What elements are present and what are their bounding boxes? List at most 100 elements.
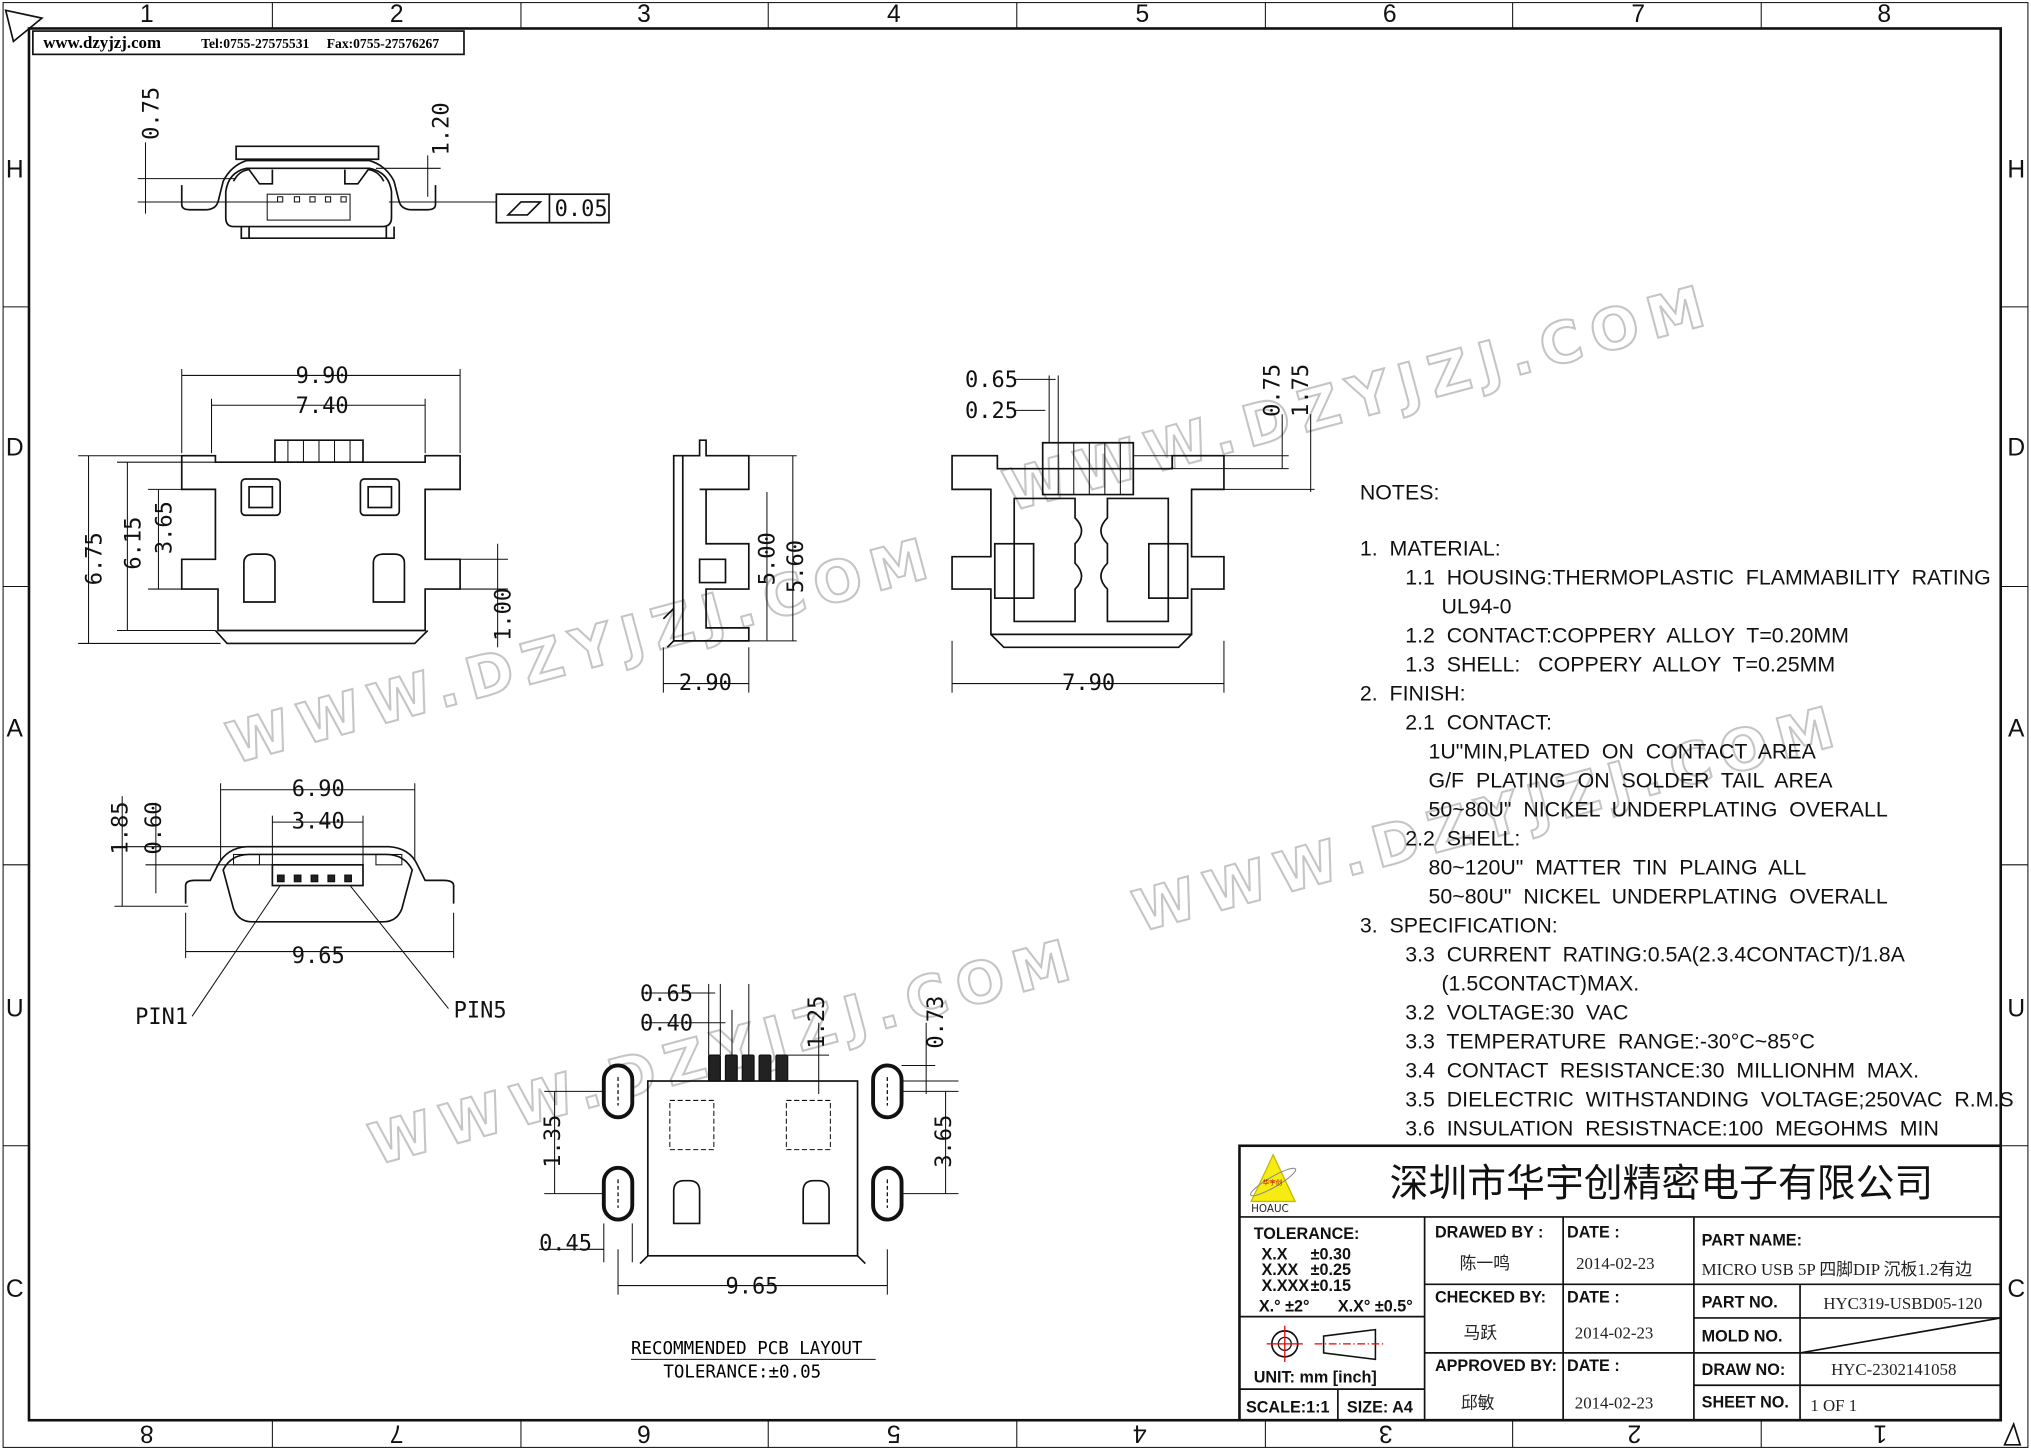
part-name: MICRO USB 5P 四脚DIP 沉板1.2有边 bbox=[1702, 1260, 1973, 1279]
fax-number: Fax:0755-27576267 bbox=[327, 36, 440, 51]
part-name-label: PART NAME: bbox=[1702, 1231, 1802, 1249]
flatness-symbol-icon bbox=[505, 201, 543, 216]
dim-1.85: 1.85 bbox=[108, 801, 133, 854]
approved-by: 邱敏 bbox=[1461, 1394, 1495, 1413]
ruler-right-U: U bbox=[2007, 995, 2025, 1022]
dim-0.40: 0.40 bbox=[640, 1012, 693, 1037]
scale-label: SCALE:1:1 bbox=[1246, 1398, 1330, 1416]
ruler-top-3: 3 bbox=[637, 1, 651, 28]
dim-1.25: 1.25 bbox=[805, 996, 830, 1049]
side-view: 5.00 5.60 2.90 bbox=[662, 439, 809, 696]
dim-7.90: 7.90 bbox=[1062, 671, 1115, 696]
checked-by: 马跃 bbox=[1463, 1324, 1497, 1343]
dim-0.75: 0.75 bbox=[1261, 364, 1286, 417]
dim-7.40: 7.40 bbox=[296, 394, 349, 419]
pin1-label: PIN1 bbox=[135, 1005, 188, 1030]
tel-number: Tel:0755-27575531 bbox=[201, 36, 309, 51]
note-line: 1.1 HOUSING:THERMOPLASTIC FLAMMABILITY R… bbox=[1405, 565, 1991, 589]
note-line: 1. MATERIAL: bbox=[1360, 536, 1501, 560]
dim-9.65: 9.65 bbox=[292, 944, 345, 969]
date-label-3: DATE : bbox=[1567, 1357, 1620, 1375]
flatness-tolerance: 0.05 bbox=[555, 197, 608, 222]
ruler-top-8: 8 bbox=[1877, 1, 1891, 28]
ruler-bottom-7: 7 bbox=[390, 1419, 404, 1446]
note-line: 3. SPECIFICATION: bbox=[1360, 913, 1558, 937]
pcb-layout: 0.65 0.40 1.25 0.73 1.35 3.65 0.45 9.65 … bbox=[539, 982, 959, 1383]
title-block: 华宇创 HOAUC 深圳市华宇创精密电子有限公司 TOLERANCE: X.X±… bbox=[1238, 1144, 2003, 1422]
note-line: UL94-0 bbox=[1441, 594, 1511, 618]
ruler-top-6: 6 bbox=[1383, 1, 1397, 28]
dim-6.15: 6.15 bbox=[121, 517, 146, 570]
note-line: 50~80U" NICKEL UNDERPLATING OVERALL bbox=[1428, 797, 1887, 821]
ruler-top-5: 5 bbox=[1136, 1, 1150, 28]
pcb-layout-title: RECOMMENDED PCB LAYOUT bbox=[631, 1339, 863, 1359]
front-view-pins: 6.90 3.40 1.85 0.60 9.65 PIN1 PIN5 bbox=[108, 777, 506, 1030]
ruler-left-A: A bbox=[7, 716, 24, 743]
ruler-left-H: H bbox=[6, 156, 24, 183]
size-label: SIZE: A4 bbox=[1347, 1398, 1413, 1416]
note-line: 3.2 VOLTAGE:30 VAC bbox=[1405, 1000, 1628, 1024]
note-line: 1.3 SHELL: COPPERY ALLOY T=0.25MM bbox=[1405, 652, 1835, 676]
website-link[interactable]: www.dzyjzj.com bbox=[43, 33, 161, 52]
note-line: (1.5CONTACT)MAX. bbox=[1441, 971, 1639, 995]
svg-text:华宇创: 华宇创 bbox=[1263, 1178, 1282, 1187]
ruler-bottom-4: 4 bbox=[1133, 1419, 1147, 1446]
ruler-right-A: A bbox=[2008, 716, 2025, 743]
projection-symbol-icon bbox=[1266, 1325, 1384, 1362]
company-name: 深圳市华宇创精密电子有限公司 bbox=[1390, 1161, 1934, 1206]
sheet-no-label: SHEET NO. bbox=[1702, 1393, 1789, 1411]
ruler-bottom-2: 2 bbox=[1628, 1419, 1642, 1446]
dim-0.75: 0.75 bbox=[139, 87, 164, 140]
ruler-right-C: C bbox=[2007, 1276, 2025, 1303]
dim-1.75: 1.75 bbox=[1289, 364, 1314, 417]
drawed-by-label: DRAWED BY : bbox=[1435, 1224, 1543, 1242]
dim-3.40: 3.40 bbox=[292, 810, 345, 835]
note-line: 3.3 TEMPERATURE RANGE:-30°C~85°C bbox=[1405, 1029, 1815, 1053]
svg-text:X.X° ±0.5°: X.X° ±0.5° bbox=[1338, 1297, 1413, 1315]
svg-text:±0.30: ±0.30 bbox=[1311, 1246, 1351, 1264]
dim-0.65: 0.65 bbox=[965, 368, 1018, 393]
mold-no-label: MOLD NO. bbox=[1702, 1327, 1783, 1345]
ruler-top-2: 2 bbox=[390, 1, 404, 28]
approved-by-label: APPROVED BY: bbox=[1435, 1357, 1557, 1375]
note-line: 2. FINISH: bbox=[1360, 681, 1466, 705]
ruler-bottom-1: 1 bbox=[1873, 1419, 1887, 1446]
dim-5.00: 5.00 bbox=[756, 532, 781, 585]
date-2: 2014-02-23 bbox=[1575, 1324, 1654, 1343]
drawed-by: 陈一鸣 bbox=[1460, 1254, 1510, 1273]
ruler-top-1: 1 bbox=[140, 1, 154, 28]
part-no: HYC319-USBD05-120 bbox=[1823, 1294, 1982, 1313]
company-logo: 华宇创 HOAUC bbox=[1250, 1153, 1297, 1215]
top-view: 9.90 7.40 6.75 6.15 3.65 1.00 bbox=[78, 364, 517, 648]
dim-0.45: 0.45 bbox=[539, 1232, 592, 1257]
date-label-2: DATE : bbox=[1567, 1288, 1620, 1306]
note-line: 3.3 CURRENT RATING:0.5A(2.3.4CONTACT)/1.… bbox=[1405, 942, 1905, 966]
dim-6.90: 6.90 bbox=[292, 777, 345, 802]
svg-text:±0.25: ±0.25 bbox=[1311, 1261, 1351, 1279]
draw-no-label: DRAW NO: bbox=[1702, 1361, 1786, 1379]
note-line: 80~120U" MATTER TIN PLAING ALL bbox=[1428, 855, 1806, 879]
note-line: 1.2 CONTACT:COPPERY ALLOY T=0.20MM bbox=[1405, 623, 1849, 647]
dim-6.75: 6.75 bbox=[82, 532, 107, 585]
ruler-top-7: 7 bbox=[1631, 1, 1645, 28]
dim-9.90: 9.90 bbox=[296, 364, 349, 389]
svg-text:X.XX: X.XX bbox=[1261, 1261, 1298, 1279]
dim-3.65: 3.65 bbox=[932, 1115, 957, 1168]
pcb-layout-tolerance: TOLERANCE:±0.05 bbox=[663, 1363, 821, 1383]
ruler-top-4: 4 bbox=[887, 1, 901, 28]
date-3: 2014-02-23 bbox=[1575, 1394, 1654, 1413]
svg-text:X.X: X.X bbox=[1261, 1246, 1287, 1264]
ruler-bottom-5: 5 bbox=[887, 1419, 901, 1446]
front-view-top: 0.75 1.20 0.05 bbox=[137, 87, 610, 240]
bottom-view: 0.65 0.25 0.75 1.75 7.90 bbox=[951, 364, 1315, 696]
svg-text:X.XXX: X.XXX bbox=[1261, 1277, 1309, 1295]
draw-no: HYC-2302141058 bbox=[1831, 1360, 1956, 1379]
dim-3.65: 3.65 bbox=[152, 501, 177, 554]
svg-text:X.° ±2°: X.° ±2° bbox=[1259, 1297, 1310, 1315]
dim-0.25: 0.25 bbox=[965, 399, 1018, 424]
ruler-left-D: D bbox=[6, 435, 24, 462]
checked-by-label: CHECKED BY: bbox=[1435, 1288, 1546, 1306]
ruler-bottom-8: 8 bbox=[140, 1419, 154, 1446]
dim-5.60: 5.60 bbox=[784, 540, 809, 593]
